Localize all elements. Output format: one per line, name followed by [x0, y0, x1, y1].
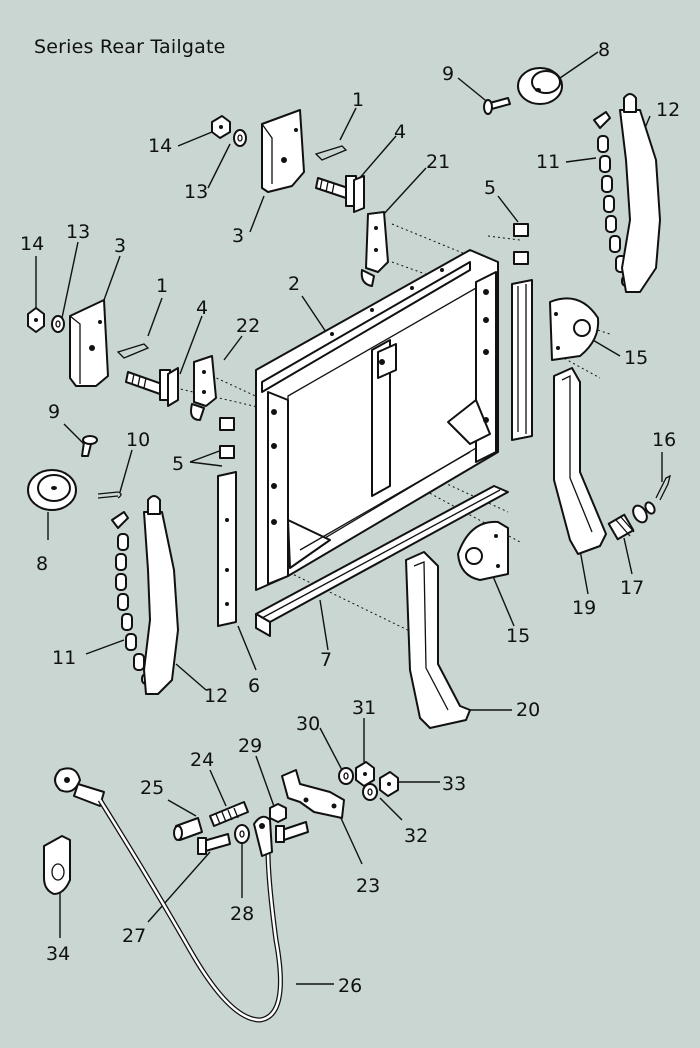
chain-cover-upper: [619, 93, 661, 293]
part-label-30: 30: [296, 713, 320, 735]
screw-lower: [81, 435, 98, 457]
part-label-12: 12: [204, 685, 228, 707]
part-label-5: 5: [484, 177, 496, 199]
part-label-10: 10: [126, 429, 150, 451]
rubber-blocks: [219, 223, 529, 459]
catch-bolt-upper: [315, 175, 365, 213]
check-strap-cable: [54, 767, 283, 1023]
nut-29: [269, 803, 287, 823]
screw-upper: [483, 97, 511, 115]
part-label-4: 4: [394, 121, 406, 143]
part-label-13: 13: [66, 221, 90, 243]
part-label-8: 8: [36, 553, 48, 575]
nut-31: [355, 761, 375, 787]
nut-lower: [27, 307, 45, 333]
catch-bolt-lower: [125, 367, 179, 407]
bolt-right: [275, 821, 309, 843]
part-label-6: 6: [248, 675, 260, 697]
chain-lower: [111, 511, 157, 685]
side-bracket-upper: [261, 109, 305, 193]
part-label-23: 23: [356, 875, 380, 897]
part-label-34: 34: [46, 943, 70, 965]
nut-upper: [211, 115, 231, 139]
part-label-19: 19: [572, 597, 596, 619]
side-strip-right: [511, 279, 533, 441]
part-label-11: 11: [536, 151, 560, 173]
latch-bracket-lower: [190, 355, 217, 421]
part-label-1: 1: [352, 89, 364, 111]
strap-plate: [43, 835, 71, 895]
bolt-left: [197, 833, 231, 855]
threaded-stud: [209, 801, 249, 827]
part-label-14: 14: [20, 233, 44, 255]
spring-clip-lower: [116, 343, 150, 359]
pin-lower: [97, 491, 122, 499]
part-label-2: 2: [288, 273, 300, 295]
hinge-arm-bottom: [405, 551, 471, 729]
part-label-4: 4: [196, 297, 208, 319]
part-label-15: 15: [506, 625, 530, 647]
part-label-16: 16: [652, 429, 676, 451]
part-label-28: 28: [230, 903, 254, 925]
part-label-9: 9: [442, 63, 454, 85]
hinge-plate-upper: [549, 297, 600, 361]
side-strip-left: [217, 471, 237, 627]
part-label-14: 14: [148, 135, 172, 157]
washer-upper: [233, 129, 247, 147]
part-label-32: 32: [404, 825, 428, 847]
part-label-1: 1: [156, 275, 168, 297]
part-label-29: 29: [238, 735, 262, 757]
rubber-buffer-lower: [27, 469, 77, 511]
spring-clip-upper: [314, 145, 348, 161]
hinge-plate-lower: [457, 520, 509, 581]
part-label-3: 3: [114, 235, 126, 257]
part-label-22: 22: [236, 315, 260, 337]
part-label-33: 33: [442, 773, 466, 795]
part-label-24: 24: [190, 749, 214, 771]
part-label-20: 20: [516, 699, 540, 721]
split-pin: [655, 474, 671, 501]
part-label-13: 13: [184, 181, 208, 203]
hinge-arm-right: [553, 367, 607, 555]
part-number-labels: 8 9 12 11 1 14 13 4 21 3 5 14 13 3 2 1 4…: [20, 39, 680, 997]
pivot-bolt: [607, 501, 656, 541]
part-label-3: 3: [232, 225, 244, 247]
washer-lower: [51, 315, 65, 333]
part-label-27: 27: [122, 925, 146, 947]
bottom-rail: [255, 485, 509, 637]
part-label-15: 15: [624, 347, 648, 369]
part-label-21: 21: [426, 151, 450, 173]
washer-32: [362, 783, 378, 801]
part-label-9: 9: [48, 401, 60, 423]
rubber-buffer-upper: [517, 67, 563, 105]
tailgate-frame: [255, 249, 499, 591]
part-label-11: 11: [52, 647, 76, 669]
part-label-8: 8: [598, 39, 610, 61]
latch-bracket-upper: [360, 211, 389, 287]
washer-left: [234, 824, 250, 844]
part-label-5: 5: [172, 453, 184, 475]
part-label-25: 25: [140, 777, 164, 799]
part-label-12: 12: [656, 99, 680, 121]
part-label-17: 17: [620, 577, 644, 599]
part-label-26: 26: [338, 975, 362, 997]
leader-lines: [35, 51, 663, 985]
chain-cover-lower: [143, 495, 179, 695]
spacer-tube: [173, 817, 203, 841]
mounting-bracket: [281, 769, 345, 819]
part-label-7: 7: [320, 649, 332, 671]
nut-33: [379, 771, 399, 797]
side-bracket-lower: [69, 299, 109, 387]
part-label-31: 31: [352, 697, 376, 719]
washer-30: [338, 767, 354, 785]
page-title: Series Rear Tailgate: [34, 36, 226, 58]
